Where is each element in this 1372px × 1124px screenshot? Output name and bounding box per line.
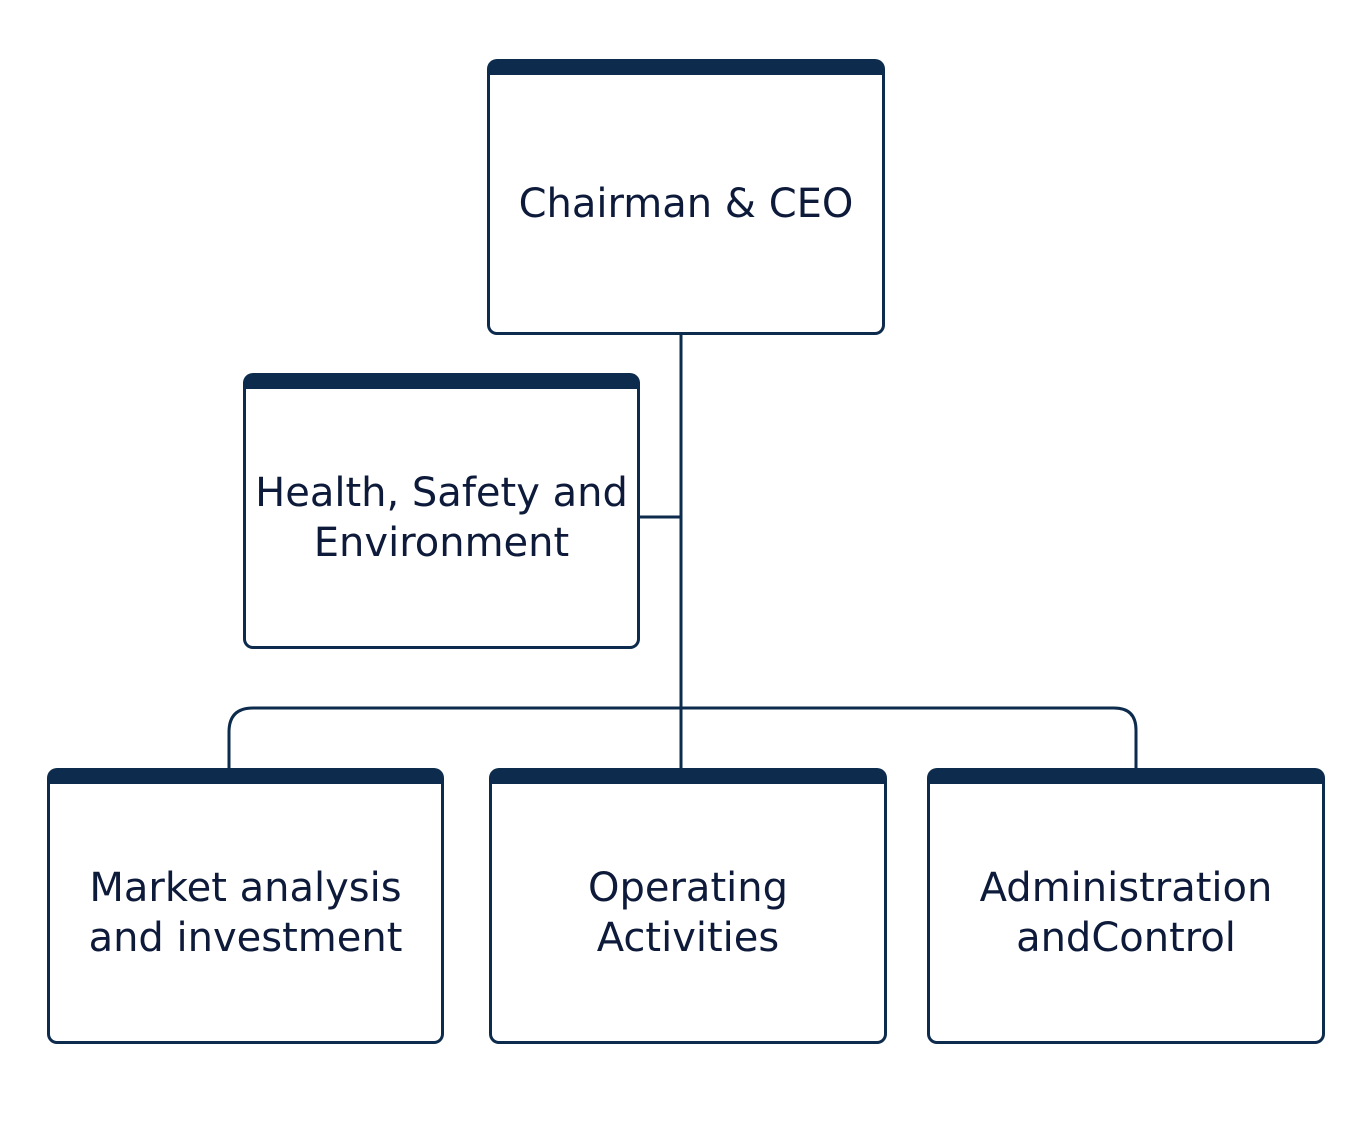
node-label: Operating Activities [588, 864, 788, 961]
node-label: Health, Safety and Environment [255, 469, 628, 566]
node-operating-activities: Operating Activities [489, 768, 887, 1044]
node-label: Chairman & CEO [518, 180, 854, 227]
connector-bottom-bus [227, 706, 1138, 768]
node-label: Administration andControl [979, 864, 1273, 961]
node-market-analysis-investment: Market analysis and investment [47, 768, 444, 1044]
node-label: Market analysis and investment [88, 864, 403, 961]
node-chairman-ceo: Chairman & CEO [487, 59, 885, 335]
node-health-safety-environment: Health, Safety and Environment [243, 373, 640, 649]
node-administration-control: Administration andControl [927, 768, 1325, 1044]
